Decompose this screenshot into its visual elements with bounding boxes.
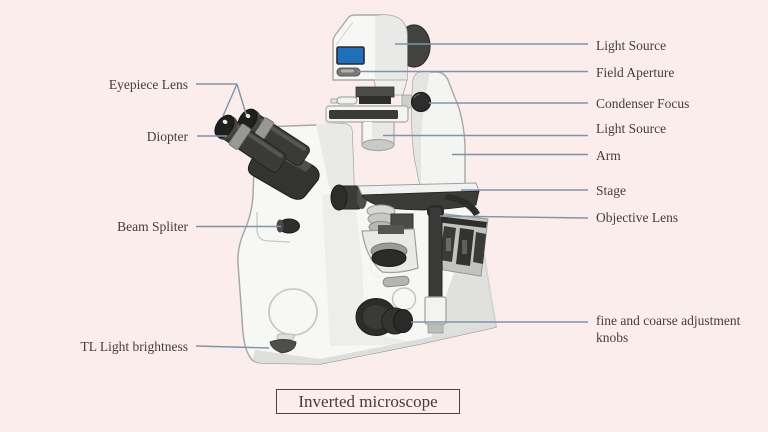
focus-knobs (355, 298, 413, 336)
leader-eyepiece-lens-fork (196, 83, 247, 117)
label-adjustment-knobs: fine and coarse adjustment knobs (596, 313, 741, 345)
condenser-rod (424, 205, 447, 334)
label-diopter: Diopter (146, 129, 188, 144)
objective-turret (436, 212, 489, 277)
caption-box: Inverted microscope (276, 389, 460, 414)
lamp-display-screen (336, 46, 365, 65)
label-condenser-focus: Condenser Focus (596, 96, 690, 111)
tl-brightness-dial (269, 333, 297, 354)
arm-tower (411, 71, 466, 191)
label-stage: Stage (596, 183, 626, 198)
condenser-focus-knob (410, 91, 432, 113)
condenser-assembly (330, 79, 417, 109)
label-beam-spliter: Beam Spliter (117, 219, 188, 234)
nosepiece-assembly (361, 204, 419, 279)
stage-knob (330, 184, 367, 211)
lower-light-source (361, 121, 395, 152)
eyepiece-tube-left (214, 114, 287, 173)
filter-bar (325, 105, 409, 123)
label-eyepiece-lens: Eyepiece Lens (108, 77, 188, 92)
label-field-aperture: Field Aperture (596, 65, 675, 80)
caption-text: Inverted microscope (298, 391, 438, 411)
label-light-source-bottom: Light Source (596, 121, 667, 136)
leader-lines (195, 43, 589, 349)
objective-lens-disc (371, 249, 407, 267)
binocular-head (214, 108, 320, 200)
stage-assembly (330, 182, 480, 216)
stage-swan-neck (444, 194, 480, 216)
label-arm: Arm (596, 148, 621, 163)
label-objective-lens: Objective Lens (596, 210, 679, 225)
lamp-housing (332, 14, 431, 81)
field-aperture-slider (336, 67, 361, 77)
leader-objective-lens (439, 215, 589, 219)
label-light-source-top: Light Source (596, 38, 667, 53)
leader-tl-light (195, 345, 270, 349)
condenser-wand (330, 96, 358, 105)
body-slider (382, 275, 410, 288)
label-tl-light-brightness: TL Light brightness (80, 339, 189, 354)
